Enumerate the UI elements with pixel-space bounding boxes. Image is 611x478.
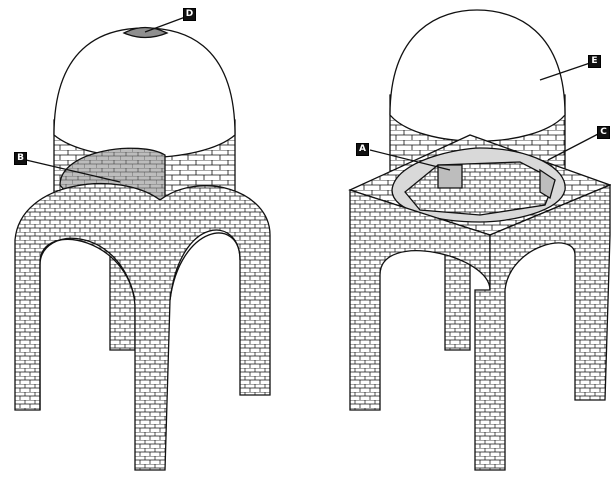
leader-b (25, 159, 121, 183)
leader-lines (25, 15, 601, 183)
leader-d (144, 15, 189, 33)
dome (53, 27, 236, 159)
label-e: E (588, 55, 601, 68)
dome (389, 9, 566, 142)
leader-e (539, 62, 591, 81)
leader-c (547, 132, 601, 161)
label-d: D (183, 8, 196, 21)
back-leg (444, 249, 471, 351)
label-b: B (14, 152, 27, 165)
squinch-a (437, 164, 463, 189)
leader-a (369, 149, 451, 171)
squinch-structure (348, 9, 611, 471)
label-c: C (597, 126, 610, 139)
arch-ring (14, 183, 271, 471)
pendentive-structure (14, 26, 271, 471)
box-left-face (349, 189, 491, 411)
label-a: A (356, 143, 369, 156)
squinch-c (539, 168, 556, 199)
right-arch-inner (169, 232, 241, 301)
front-arch-inner (39, 237, 136, 410)
box-right-face (474, 184, 611, 471)
